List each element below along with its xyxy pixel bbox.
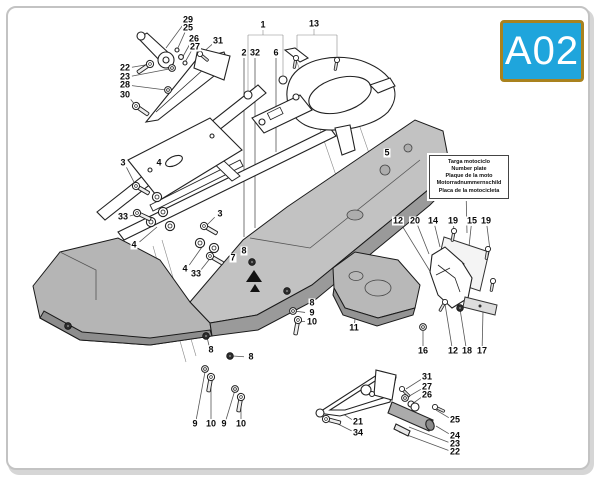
part-callout-13: 13 [307,18,321,29]
note-box-line: Placa de la motocicleta [438,187,500,194]
part-callout-27: 27 [188,41,202,52]
part-callout-12: 12 [391,215,405,226]
part-callout-9: 9 [220,418,228,429]
part-callout-3: 3 [119,157,127,168]
part-callout-8: 8 [207,344,215,355]
note-box-line: Motorradnummernschild [436,180,502,187]
footpeg-bracket-left [130,31,231,123]
part-callout-2: 2 [240,47,248,58]
part-callout-30: 30 [118,89,132,100]
part-callout-10: 10 [234,418,248,429]
part-callout-23: 23 [118,71,132,82]
part-callout-24: 24 [448,430,462,441]
part-callout-3: 3 [216,208,224,219]
part-callout-20: 20 [408,215,422,226]
part-callout-12: 12 [446,345,460,356]
part-callout-31: 31 [420,371,434,382]
note-box-line: Plaque de la moto [445,173,493,180]
part-callout-16: 16 [416,345,430,356]
part-callout-22: 22 [448,446,462,457]
part-callout-10: 10 [204,418,218,429]
part-callout-4: 4 [130,239,138,250]
part-callout-27: 27 [420,381,434,392]
mudguard-part [332,251,421,327]
part-callout-15: 15 [465,215,479,226]
part-callout-33: 33 [116,211,130,222]
part-callout-18: 18 [460,345,474,356]
part-callout-25: 25 [448,414,462,425]
part-callout-14: 14 [426,215,440,226]
part-callout-31: 31 [211,35,225,46]
part-callout-33: 33 [189,268,203,279]
part-callout-34: 34 [351,427,365,438]
part-callout-19: 19 [446,215,460,226]
part-callout-26: 26 [187,33,201,44]
part-callout-4: 4 [155,157,163,168]
part-callout-1: 1 [259,19,267,30]
part-callout-19: 19 [479,215,493,226]
page-code-label: A02 [504,29,580,73]
part-callout-6: 6 [272,47,280,58]
part-callout-10: 10 [305,316,319,327]
part-callout-26: 26 [420,389,434,400]
undertail-part [32,119,453,346]
part-callout-8: 8 [240,245,248,256]
subframe-part [96,47,396,254]
part-callout-8: 8 [247,351,255,362]
part-callout-29: 29 [181,14,195,25]
part-callout-21: 21 [351,416,365,427]
part-callout-28: 28 [118,79,132,90]
part-callout-5: 5 [383,147,391,158]
part-callout-7: 7 [229,252,237,263]
page-code-badge: A02 [500,20,584,82]
part-callout-22: 22 [118,62,132,73]
part-callout-9: 9 [308,307,316,318]
part-callout-9: 9 [191,418,199,429]
part-callout-17: 17 [475,345,489,356]
note-box-line: Targa motociclo [447,159,491,165]
part-callout-23: 23 [448,438,462,449]
footpeg-bracket-right [315,369,447,437]
part-callout-4: 4 [181,263,189,274]
part-callout-25: 25 [181,22,195,33]
note-box-line: Number plate [451,166,487,173]
part-callout-11: 11 [348,322,360,333]
plate-holder-group [419,227,498,331]
part-callout-8: 8 [308,297,316,308]
part-callout-32: 32 [248,47,262,58]
